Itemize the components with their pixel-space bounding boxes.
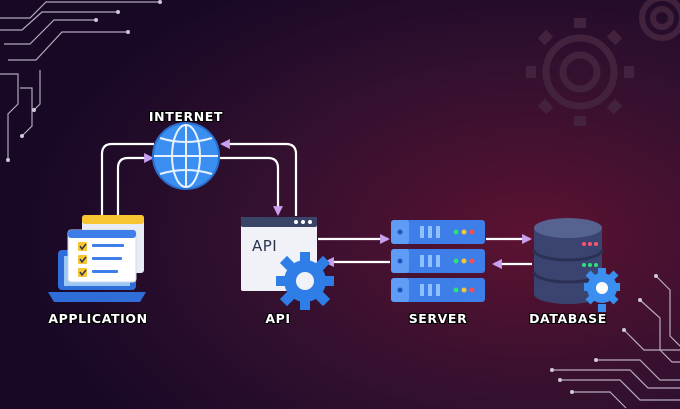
edge-api-to-internet — [220, 139, 298, 216]
api-window-gear-icon — [241, 217, 334, 310]
server-rack-icon — [391, 220, 485, 302]
decor-circuit-dots-bottom-right — [550, 274, 658, 394]
edge-internet-to-api — [220, 156, 283, 216]
edge-application-to-internet — [116, 153, 154, 218]
decor-gear-large-icon — [526, 18, 634, 126]
decor-circuit-top-left — [0, 1, 160, 160]
node-label-internet: INTERNET — [148, 109, 224, 124]
decor-circuit-dots-top-left — [6, 0, 162, 162]
globe-icon — [152, 122, 220, 190]
node-label-application: APPLICATION — [48, 311, 148, 326]
decor-circuit-bottom-right — [552, 275, 680, 409]
edge-internet-to-application — [97, 142, 154, 228]
node-label-server: SERVER — [408, 311, 468, 326]
database-gear-icon — [532, 218, 620, 312]
node-label-database: DATABASE — [529, 311, 607, 326]
api-window-text: API — [252, 237, 278, 255]
node-label-api: API — [265, 311, 291, 326]
app-checklist-icon — [48, 215, 146, 302]
connectors — [97, 139, 532, 269]
decor-gear-small-icon — [639, 0, 680, 41]
